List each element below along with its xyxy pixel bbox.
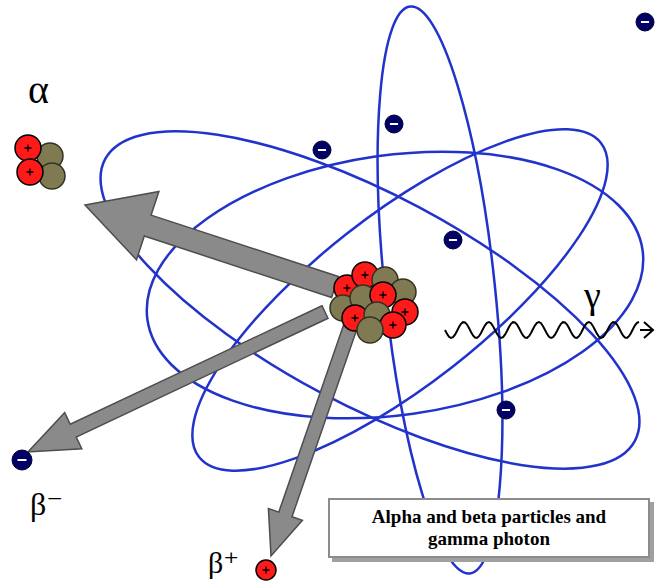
gamma-arrowhead (640, 322, 653, 338)
emission-arrow (28, 306, 328, 452)
alpha-label: α (26, 70, 51, 110)
gamma-wave (445, 322, 639, 338)
electron (636, 13, 654, 31)
caption-text: Alpha and beta particles and gamma photo… (369, 506, 609, 550)
electron (444, 231, 462, 249)
gamma-label: γ (582, 276, 603, 314)
electron-orbit (147, 76, 654, 524)
proton (15, 135, 41, 161)
proton (17, 159, 43, 185)
beta-minus-label: β⁻ (28, 488, 65, 520)
emission-arrow (85, 191, 338, 297)
electron (385, 115, 403, 133)
caption-box: Alpha and beta particles and gamma photo… (328, 498, 650, 558)
beta-minus-particle (12, 450, 32, 470)
proton (380, 312, 406, 338)
electron-orbit (56, 66, 660, 533)
electron-orbit (356, 1, 525, 579)
nucleus (330, 262, 418, 343)
electron (497, 401, 515, 419)
electron-orbit (129, 121, 660, 448)
particles (12, 13, 654, 580)
neutron (357, 317, 383, 343)
electron (313, 141, 331, 159)
beta-plus-label: β⁺ (206, 548, 241, 578)
beta-plus-particle (256, 560, 276, 580)
alpha-particle (15, 135, 65, 189)
